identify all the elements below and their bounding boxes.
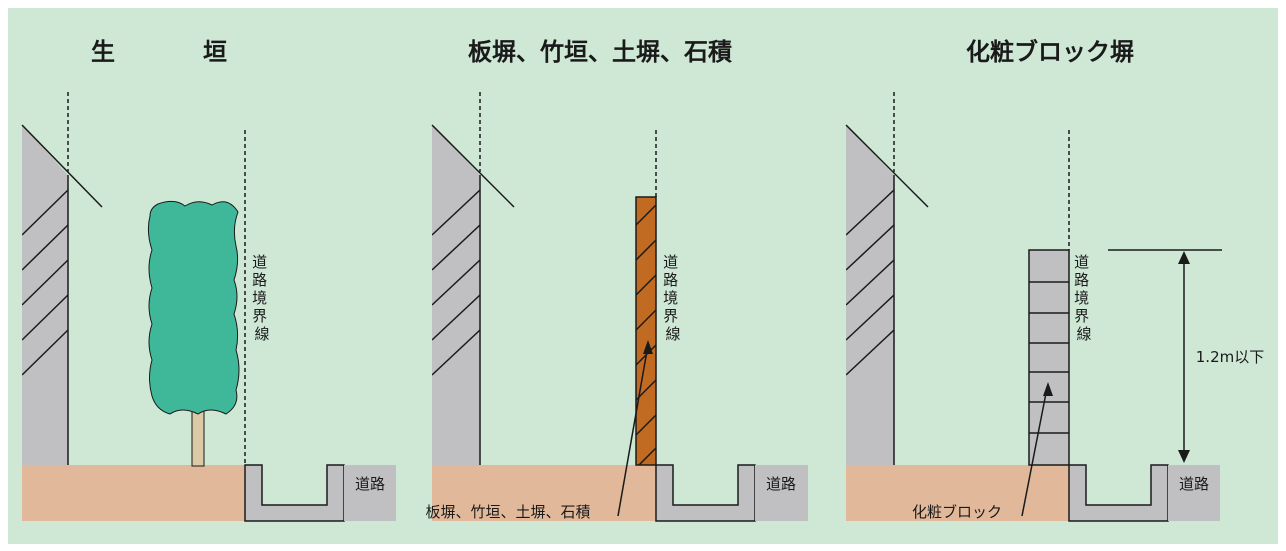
road-label: 道路: [1179, 475, 1209, 493]
building-wall: [432, 125, 480, 465]
wall-hatch: [22, 189, 68, 376]
dimension-arrow-top: [1178, 251, 1190, 264]
road-gutter: [1068, 464, 1169, 522]
road-surface: [1168, 465, 1220, 521]
road-surface: [755, 465, 808, 521]
boundary-label: 道 路 境 界 線: [252, 253, 272, 343]
callout-label: 板塀、竹垣、土塀、石積: [425, 503, 590, 521]
building-wall: [22, 125, 68, 465]
ground-plot: [846, 465, 1070, 521]
block-wall: [1028, 249, 1070, 466]
eave-line: [431, 124, 515, 208]
tree-trunk: [191, 409, 205, 467]
road-label: 道路: [355, 475, 385, 493]
height-limit-label: 1.2m以下: [1196, 348, 1264, 366]
panel-hedge: 生 垣 道 路 境 界 線 道路: [21, 38, 396, 522]
road-label: 道路: [766, 475, 796, 493]
callout-leader: [1021, 387, 1048, 517]
road-surface: [344, 465, 396, 521]
boundary-label: 道 路 境 界 線: [663, 253, 683, 343]
callout-arrowhead: [1043, 382, 1053, 396]
wall-hatch: [846, 189, 894, 376]
panel-title-hedge-right: 垣: [203, 38, 227, 66]
callout-label: 化粧ブロック: [912, 503, 1002, 521]
wall-hatch: [432, 189, 480, 376]
building-wall: [846, 125, 894, 465]
boundary-label: 道 路 境 界 線: [1074, 253, 1094, 343]
eave-line: [845, 124, 929, 208]
callout-arrowhead: [643, 340, 653, 354]
panel-board-fence: 板塀、竹垣、土塀、石積 道 路 境: [425, 38, 808, 522]
panel-block-wall: 化粧ブロック塀 道 路 境 界 線: [845, 38, 1264, 522]
eave-line: [21, 124, 103, 208]
panel-title-fence: 板塀、竹垣、土塀、石積: [468, 38, 732, 66]
callout-leader: [617, 344, 649, 517]
panel-title-hedge-left: 生: [91, 38, 115, 66]
hedge-tree: [147, 200, 240, 415]
dimension-arrow-bottom: [1178, 450, 1190, 463]
ground-plot: [22, 465, 246, 521]
road-gutter: [655, 464, 756, 522]
panel-title-block: 化粧ブロック塀: [966, 38, 1134, 66]
board-fence: [636, 197, 656, 465]
